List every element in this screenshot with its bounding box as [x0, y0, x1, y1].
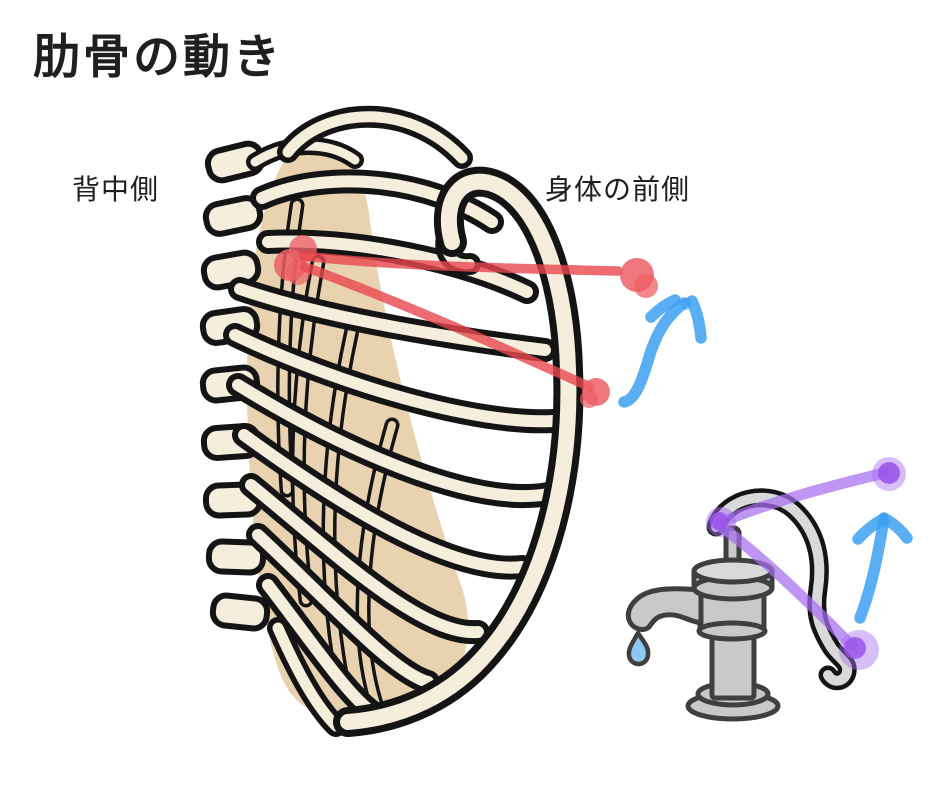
label-front-side: 身体の前側 [545, 174, 691, 205]
rib-raised-end-dot [634, 274, 658, 298]
rib-motion-line-lowered [300, 262, 595, 392]
rib-path [272, 622, 342, 732]
pump-spout [625, 586, 704, 632]
ribcage-illustration [199, 105, 584, 737]
water-drop-icon [626, 630, 651, 667]
rib-path [238, 429, 528, 574]
handle-raised-end-dot [878, 462, 900, 484]
rib-path [232, 379, 554, 503]
pump-up-arrow-icon [852, 512, 913, 624]
rib-path [256, 175, 498, 228]
rib-up-arrow-icon [618, 294, 707, 408]
arrow-shaft [854, 518, 889, 624]
vertebra [205, 538, 267, 576]
pump-handle-annotation [706, 457, 913, 670]
rib-motion-annotation [274, 235, 707, 408]
handle-lowered-line [713, 519, 859, 653]
rib-motion-line-raised [299, 251, 623, 276]
handle-lowered-end-dot [844, 637, 866, 659]
ribcage-front-edge [333, 166, 584, 737]
pump-body-lip [696, 620, 768, 642]
vertebra [209, 592, 271, 632]
label-back-side: 背中側 [72, 174, 160, 205]
page-title: 肋骨の動き [33, 30, 283, 83]
arrow-shaft [618, 297, 690, 408]
vertebra [202, 195, 264, 237]
rib-path [252, 529, 434, 688]
arrow-tip-shade [680, 298, 692, 310]
handle-pivot-marker [710, 512, 728, 530]
near-side-ribs [223, 105, 565, 737]
rib-path [245, 479, 484, 639]
arrow-barb-right [686, 295, 707, 344]
arrow-barb-left [645, 294, 681, 323]
rib-path [234, 283, 551, 356]
front-edge-path [340, 173, 577, 730]
handle-raised-line [713, 467, 890, 529]
rib-path [282, 111, 468, 164]
rib-lowered-end-dot [580, 390, 598, 408]
rib-path [229, 329, 559, 428]
arrow-tip-shade [878, 516, 890, 528]
